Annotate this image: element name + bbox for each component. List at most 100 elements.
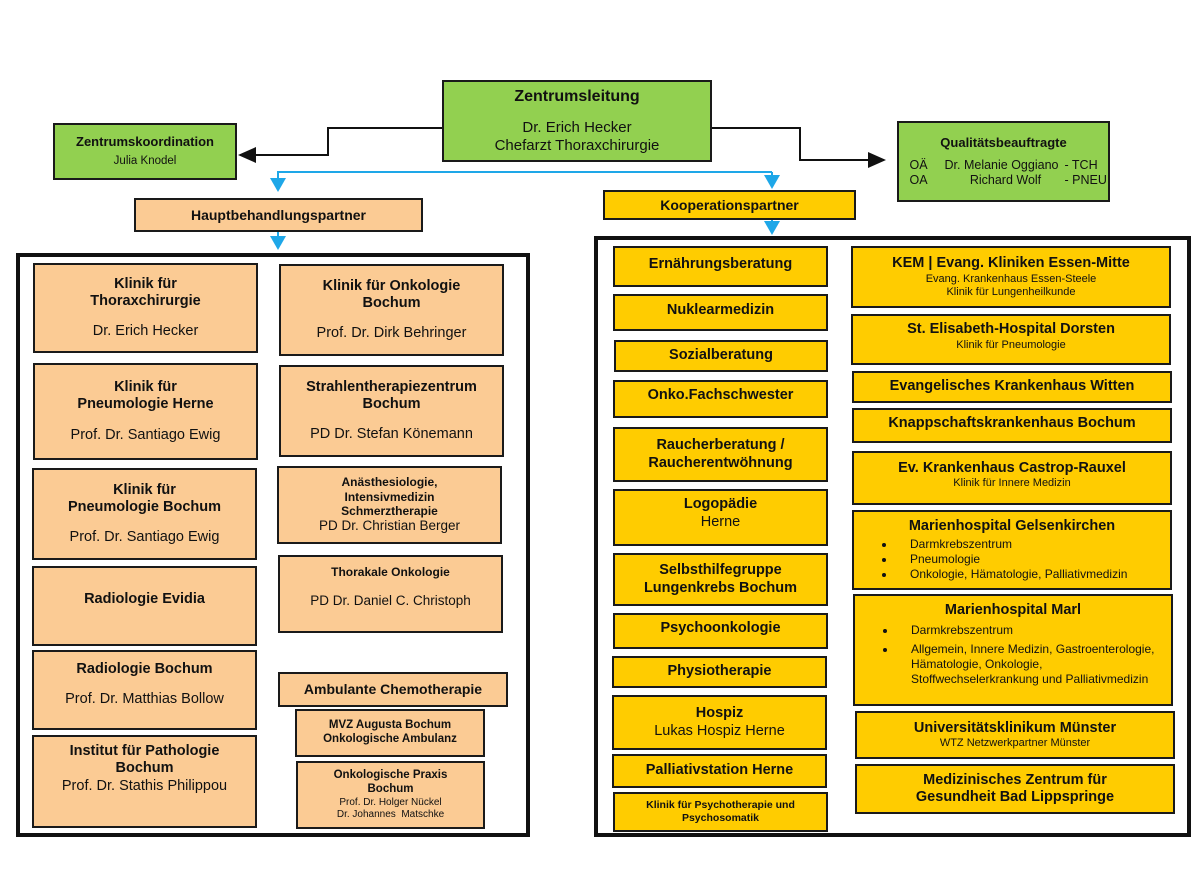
mvz-subtitle: Onkologische Ambulanz [323, 733, 457, 745]
service-title: Ernährungsberatung [648, 255, 793, 272]
partner-person: Prof. Dr. Santiago Ewig [69, 529, 220, 546]
service-title: Selbsthilfegruppe [659, 562, 782, 579]
partner-title: Institut für Pathologie [69, 743, 220, 759]
cooperation-header-label: Kooperationspartner [660, 196, 799, 213]
hospital-detail: Klinik für Innere Medizin [953, 477, 1071, 490]
quality-title: Qualitätsbeauftragte [940, 134, 1067, 150]
service-title: Palliativstation Herne [645, 762, 794, 779]
partner-title: Bochum [362, 395, 421, 412]
hospital-title: KEM | Evang. Kliniken Essen-Mitte [892, 255, 1130, 272]
praxis-title: Bochum [367, 783, 414, 795]
quality-row: OÄ Dr. Melanie Oggiano - TCH [899, 158, 1109, 173]
main-partner-radiologie-bochum: Radiologie Bochum Prof. Dr. Matthias Bol… [32, 650, 257, 730]
coordination-box: Zentrumskoordination Julia Knodel [53, 123, 237, 180]
partner-title: Intensivmedizin [344, 489, 435, 504]
main-partner-anaesthesiologie: Anästhesiologie, Intensivmedizin Schmerz… [277, 466, 502, 544]
partner-title: Klinik für [114, 379, 177, 396]
leadership-role: Chefarzt Thoraxchirurgie [494, 136, 660, 154]
quality-prefix: OÄ [909, 158, 928, 173]
partner-person: PD Dr. Daniel C. Christoph [310, 593, 471, 609]
hospital-marienhospital-gelsenkirchen: Marienhospital Gelsenkirchen Darmkrebsze… [852, 510, 1172, 590]
hospital-title: Knappschaftskrankenhaus Bochum [888, 414, 1136, 431]
main-partner-thoraxchirurgie: Klinik für Thoraxchirurgie Dr. Erich Hec… [33, 263, 258, 353]
partner-title: Bochum [362, 294, 421, 311]
quality-dept: - TCH [1064, 158, 1098, 173]
hospital-bullet-list: Darmkrebszentrum Pneumologie Onkologie, … [854, 537, 1170, 582]
partner-person: Prof. Dr. Dirk Behringer [316, 325, 467, 342]
mvz-augusta-box: MVZ Augusta Bochum Onkologische Ambulanz [295, 709, 485, 757]
hospital-title: St. Elisabeth-Hospital Dorsten [907, 321, 1115, 338]
hospital-detail: Klinik für Pneumologie [956, 338, 1066, 351]
praxis-person: Prof. Dr. Holger Nückel [339, 796, 442, 808]
hospital-kem-essen: KEM | Evang. Kliniken Essen-Mitte Evang.… [851, 246, 1171, 308]
hospital-bullet: Onkologie, Hämatologie, Palliativmedizin [896, 567, 1170, 582]
hospital-bullet: Pneumologie [896, 552, 1170, 567]
main-partner-pathologie: Institut für Pathologie Bochum Prof. Dr.… [32, 735, 257, 828]
service-title: Nuklearmedizin [666, 301, 775, 318]
partner-person: Prof. Dr. Matthias Bollow [65, 691, 224, 708]
hospital-title: Ev. Krankenhaus Castrop-Rauxel [898, 459, 1126, 476]
hospital-bullet: Darmkrebszentrum [896, 537, 1170, 552]
leadership-box: Zentrumsleitung Dr. Erich Hecker Chefarz… [442, 80, 712, 162]
hospital-title: Marienhospital Gelsenkirchen [908, 517, 1116, 534]
service-title: Sozialberatung [669, 347, 773, 364]
quality-person: Richard Wolf [969, 173, 1042, 188]
partner-person: Dr. Erich Hecker [92, 323, 199, 340]
hospital-st-elisabeth-dorsten: St. Elisabeth-Hospital Dorsten Klinik fü… [851, 314, 1171, 365]
leadership-name: Dr. Erich Hecker [522, 118, 632, 136]
partner-title: Strahlentherapiezentrum [306, 378, 477, 395]
mvz-title: MVZ Augusta Bochum [328, 719, 452, 732]
main-partner-thorakale-onkologie: Thorakale Onkologie PD Dr. Daniel C. Chr… [278, 555, 503, 633]
hospital-uk-muenster: Universitätsklinikum Münster WTZ Netzwer… [855, 711, 1175, 759]
service-subtitle: Lukas Hospiz Herne [654, 722, 785, 739]
hospital-marienhospital-marl: Marienhospital Marl Darmkrebszentrum All… [853, 594, 1173, 706]
partner-title: Klinik für [114, 275, 177, 292]
praxis-title: Onkologische Praxis [333, 769, 448, 782]
main-partner-radiologie-evidia: Radiologie Evidia [32, 566, 257, 646]
partner-title: Pneumologie Bochum [67, 498, 222, 515]
connector-to-quality [712, 127, 886, 168]
partner-title: Schmerztherapie [341, 504, 438, 519]
service-raucherberatung: Raucherberatung / Raucherentwöhnung [613, 427, 828, 482]
partner-title: Thoraxchirurgie [90, 292, 201, 309]
partner-person: PD Dr. Stefan Könemann [310, 426, 473, 443]
service-title: Lungenkrebs Bochum [643, 579, 798, 596]
partner-title: Klinik für [113, 481, 176, 498]
main-partner-pneumologie-bochum: Klinik für Pneumologie Bochum Prof. Dr. … [32, 468, 257, 560]
hospital-bullet: Allgemein, Innere Medizin, Gastroenterol… [897, 642, 1157, 687]
partner-title: Bochum [115, 760, 174, 777]
main-partner-pneumologie-herne: Klinik für Pneumologie Herne Prof. Dr. S… [33, 363, 258, 460]
hospital-bad-lippspringe: Medizinisches Zentrum für Gesundheit Bad… [855, 764, 1175, 814]
main-partner-onkologie-bochum: Klinik für Onkologie Bochum Prof. Dr. Di… [279, 264, 504, 356]
service-logopaedie: Logopädie Herne [613, 489, 828, 546]
service-subtitle: Herne [700, 513, 741, 530]
quality-box: Qualitätsbeauftragte OÄ Dr. Melanie Oggi… [897, 121, 1110, 202]
coordination-title: Zentrumskoordination [76, 133, 214, 149]
main-partners-header: Hauptbehandlungspartner [134, 198, 423, 232]
ambulante-chemotherapie-header: Ambulante Chemotherapie [278, 672, 508, 707]
service-title: Klinik für Psychotherapie und [646, 799, 795, 812]
connector-to-coordination [238, 127, 442, 163]
service-title: Physiotherapie [667, 663, 772, 680]
quality-person: Dr. Melanie Oggiano [944, 158, 1059, 173]
chemo-header-label: Ambulante Chemotherapie [303, 681, 483, 698]
service-ernaehrungsberatung: Ernährungsberatung [613, 246, 828, 287]
coordination-name: Julia Knodel [113, 155, 177, 168]
hospital-ev-witten: Evangelisches Krankenhaus Witten [852, 371, 1172, 403]
partner-title: Anästhesiologie, [341, 475, 438, 490]
service-selbsthilfegruppe: Selbsthilfegruppe Lungenkrebs Bochum [613, 553, 828, 606]
service-hospiz: Hospiz Lukas Hospiz Herne [612, 695, 827, 750]
service-title: Raucherberatung / [656, 437, 785, 454]
quality-dept: - PNEU [1064, 173, 1107, 188]
main-partners-header-label: Hauptbehandlungspartner [190, 206, 366, 223]
service-nuklearmedizin: Nuklearmedizin [613, 294, 828, 331]
service-sozialberatung: Sozialberatung [614, 340, 828, 372]
service-title: Psychosomatik [681, 812, 760, 824]
partner-person: PD Dr. Christian Berger [318, 518, 461, 534]
hospital-bullet-list: Darmkrebszentrum Allgemein, Innere Mediz… [855, 623, 1171, 687]
service-psychotherapie: Klinik für Psychotherapie und Psychosoma… [613, 792, 828, 832]
service-physiotherapie: Physiotherapie [612, 656, 827, 688]
partner-title: Thorakale Onkologie [331, 565, 450, 579]
onkologische-praxis-box: Onkologische Praxis Bochum Prof. Dr. Hol… [296, 761, 485, 829]
